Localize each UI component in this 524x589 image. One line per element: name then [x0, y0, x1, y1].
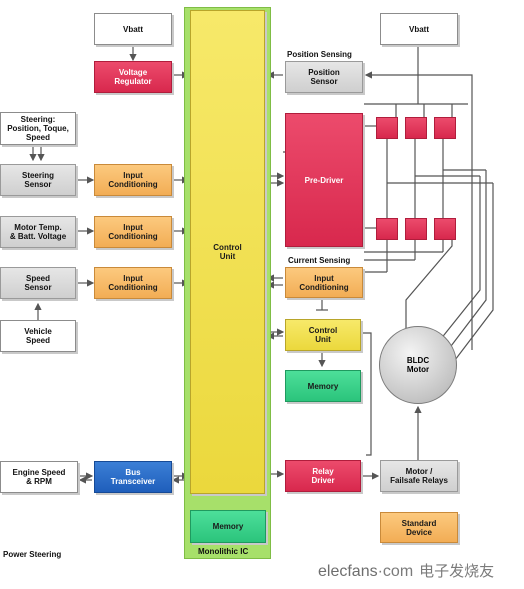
speed-sensor-block: Speed Sensor — [0, 267, 76, 299]
control-unit-main-block: Control Unit — [190, 10, 265, 494]
mosfet-high-c — [434, 117, 456, 139]
watermark-brand: elecfans — [318, 563, 378, 580]
mosfet-high-a — [376, 117, 398, 139]
steering-input-block: Steering: Position, Toque, Speed — [0, 112, 76, 145]
memory-ic-block: Memory — [190, 510, 266, 543]
mosfet-low-a — [376, 218, 398, 240]
mosfet-high-b — [405, 117, 427, 139]
vbatt-left-block: Vbatt — [94, 13, 172, 45]
watermark: elecfans·com 电子发烧友 — [318, 560, 494, 581]
bus-transceiver-block: Bus Transceiver — [94, 461, 172, 493]
line-to-motor-b — [439, 176, 481, 341]
control-unit-small-block: Control Unit — [285, 319, 361, 351]
bldc-motor: BLDC Motor — [379, 326, 457, 404]
position-sensing-label: Position Sensing — [287, 50, 352, 59]
input-conditioning-1-block: Input Conditioning — [94, 164, 172, 196]
input-conditioning-3-block: Input Conditioning — [94, 267, 172, 299]
input-conditioning-cs-block: Input Conditioning — [285, 267, 363, 298]
current-sensing-label: Current Sensing — [288, 256, 351, 265]
vehicle-speed-block: Vehicle Speed — [0, 320, 76, 352]
motor-relays-block: Motor / Failsafe Relays — [380, 460, 458, 492]
motor-temp-block: Motor Temp. & Batt. Voltage — [0, 216, 76, 248]
line-smallcu-to-relay — [362, 332, 372, 456]
standard-device-block: Standard Device — [380, 512, 458, 543]
voltage-regulator-block: Voltage Regulator — [94, 61, 172, 93]
steering-sensor-block: Steering Sensor — [0, 164, 76, 196]
mosfet-low-c — [434, 218, 456, 240]
memory-small-block: Memory — [285, 370, 361, 402]
line-to-motor-a — [454, 183, 494, 361]
line-motor-to-position — [364, 71, 473, 350]
watermark-suffix: ·com — [377, 563, 414, 580]
monolithic-ic-label: Monolithic IC — [198, 547, 249, 556]
relay-driver-block: Relay Driver — [285, 460, 361, 492]
input-conditioning-2-block: Input Conditioning — [94, 216, 172, 248]
engine-speed-block: Engine Speed & RPM — [0, 461, 78, 493]
vbatt-right-block: Vbatt — [380, 13, 458, 45]
line-to-motor-c — [447, 170, 487, 351]
pre-driver-block: Pre-Driver — [285, 113, 363, 247]
power-steering-label: Power Steering — [3, 550, 62, 559]
line-to-motor-d — [405, 240, 453, 330]
mosfet-low-b — [405, 218, 427, 240]
position-sensor-block: Position Sensor — [285, 61, 363, 93]
watermark-cn: 电子发烧友 — [419, 562, 495, 580]
